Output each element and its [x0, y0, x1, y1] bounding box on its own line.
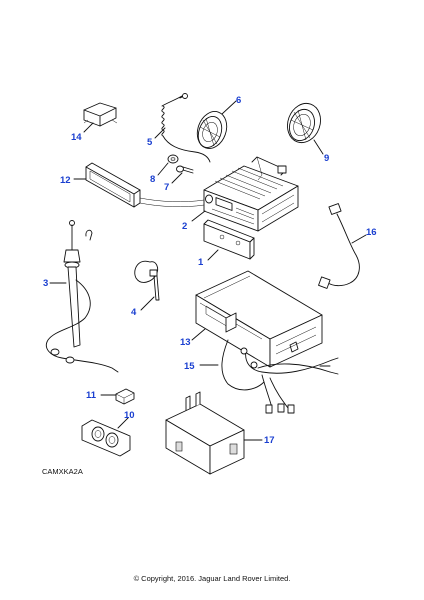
part-9-speaker: [287, 102, 321, 144]
callout-5: 5: [147, 137, 153, 148]
part-8-washer: [167, 154, 179, 164]
part-10-switch-bezel: [81, 419, 131, 457]
part-17-mounting-bracket: [165, 391, 245, 475]
part-12-fascia-trim: [85, 162, 141, 208]
callout-9: 9: [324, 153, 329, 164]
callout-labels: 14 6 5 9 8 7 12 2 16 1 3 4 13 15 11 10 1…: [43, 95, 377, 446]
callout-13: 13: [180, 337, 191, 348]
part-2-radio-unit: [203, 156, 299, 232]
part-7-screw: [176, 165, 194, 174]
callout-15: 15: [184, 361, 195, 372]
callout-16: 16: [366, 227, 377, 238]
callout-11: 11: [86, 390, 97, 401]
part-14-module: [83, 102, 118, 127]
part-13-amplifier-unit: [195, 270, 323, 368]
callout-1: 1: [198, 257, 204, 268]
callout-7: 7: [164, 182, 169, 193]
part-4-cable-tie: [134, 260, 160, 301]
callout-8: 8: [150, 174, 155, 185]
diagram-reference-code: CAMXKA2A: [42, 467, 83, 476]
callout-6: 6: [236, 95, 241, 106]
part-6-speaker: [196, 111, 228, 149]
part-3-aerial: [45, 220, 119, 373]
callout-14: 14: [71, 132, 82, 143]
callout-4: 4: [131, 307, 137, 318]
callout-12: 12: [60, 175, 71, 186]
callout-17: 17: [264, 435, 275, 446]
part-1-cassette-module: [203, 219, 255, 260]
callout-10: 10: [124, 410, 135, 421]
part-11-connector: [115, 388, 135, 405]
part-16-cable-harness: [318, 203, 360, 289]
callout-2: 2: [182, 221, 187, 232]
part-5-coiled-cable: [161, 93, 211, 163]
part-15-wiring-harness: [221, 339, 339, 414]
copyright-notice: © Copyright, 2016. Jaguar Land Rover Lim…: [133, 574, 291, 583]
callout-3: 3: [43, 278, 48, 289]
